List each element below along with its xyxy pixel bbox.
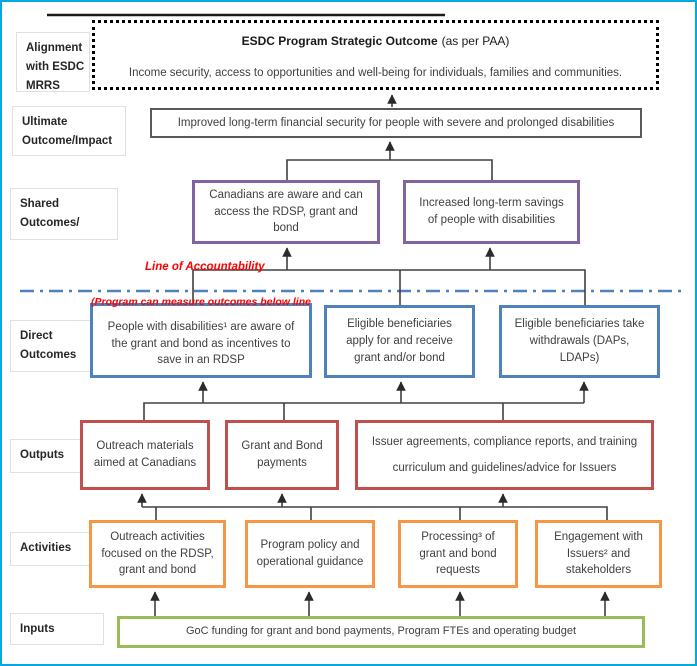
connector-shared-ultimate [286,141,493,181]
output-box-outreach-materials: Outreach materials aimed at Canadians [80,420,210,490]
strategic-outcome-body: Income security, access to opportunities… [128,67,623,80]
inputs-box: GoC funding for grant and bond payments,… [117,616,645,648]
output-box-payments: Grant and Bond payments [225,420,339,490]
direct-outcome-box-awareness: People with disabilities¹ are aware of t… [90,303,312,378]
program-measure-note: (Program can measure outcomes below line [91,296,311,308]
connector-inputs-activities [150,591,610,617]
direct-outcome-box-withdrawals: Eligible beneficiaries take withdrawals … [499,305,660,378]
output-box-issuer-agreements: Issuer agreements, compliance reports, a… [355,420,654,490]
activity-box-engagement: Engagement with Issuers² and stakeholder… [535,520,662,588]
ultimate-outcome-box: Improved long-term financial security fo… [150,108,642,138]
activity-box-outreach: Outreach activities focused on the RDSP,… [89,520,226,588]
row-label-ultimate-outcome: Ultimate Outcome/Impact [12,106,126,156]
strategic-outcome-box: ESDC Program Strategic Outcome(as per PA… [92,20,659,90]
connector-direct-shared [192,247,586,305]
connector-activities-outputs [137,493,608,521]
activity-box-policy: Program policy and operational guidance [245,520,375,588]
strategic-outcome-title: ESDC Program Strategic Outcome(as per PA… [107,33,644,50]
shared-outcome-box-awareness: Canadians are aware and can access the R… [192,180,380,244]
strategic-outcome-title-suffix: (as per PAA) [441,34,510,48]
row-label-alignment: Alignment with ESDC MRRS [16,32,90,92]
strategic-outcome-title-bold: ESDC Program Strategic Outcome [241,34,438,48]
row-label-inputs: Inputs [10,613,104,645]
connector-outputs-direct [143,381,589,421]
row-label-activities: Activities [10,532,104,566]
shared-outcome-box-savings: Increased long-term savings of people wi… [403,180,580,244]
row-label-direct-outcomes: Direct Outcomes [10,320,104,372]
row-label-shared-outcomes: Shared Outcomes/ [10,188,118,240]
direct-outcome-box-apply: Eligible beneficiaries apply for and rec… [324,305,475,378]
activity-box-processing: Processing³ of grant and bond requests [398,520,518,588]
line-of-accountability-label: Line of Accountability [145,261,265,273]
